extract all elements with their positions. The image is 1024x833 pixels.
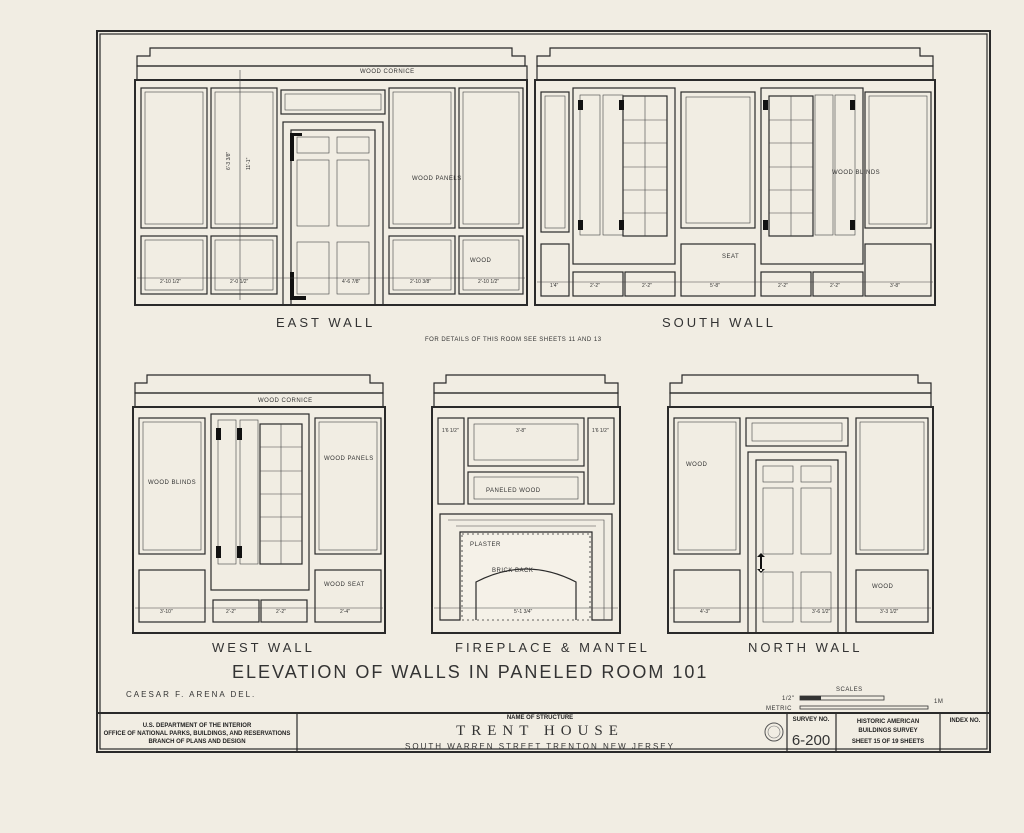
sheet-number: SHEET 15 OF 19 SHEETS: [852, 739, 924, 745]
fireplace-mantel-label: FIREPLACE & MANTEL: [455, 640, 650, 655]
survey-number-label: SURVEY NO.: [793, 717, 830, 723]
dimension-label: 2'-2": [830, 283, 840, 289]
wood-seat-label: WOOD SEAT: [324, 582, 365, 588]
wood-label: WOOD: [686, 462, 707, 468]
brick-back-label: BRICK BACK: [492, 568, 533, 574]
dimension-label: 4'-6 7/8": [342, 279, 361, 285]
dimension-label: 2'-4": [340, 609, 350, 615]
drawing-title: ELEVATION OF WALLS IN PANELED ROOM 101: [232, 662, 708, 682]
fireplace-mantel-elevation: PANELED WOOD PLASTER BRICK BACK 1'6 1/2"…: [431, 374, 621, 634]
dimension-label: 3'-8": [516, 428, 526, 434]
dimension-label: 2'-2": [276, 609, 286, 615]
dimension-label: 3'-6 1/2": [812, 609, 831, 615]
dimension-label: 2'-10 1/2": [478, 279, 499, 285]
dimension-label: 2'-10 1/2": [160, 279, 181, 285]
agency-line-1: U.S. DEPARTMENT OF THE INTERIOR: [143, 723, 252, 729]
wood-label: WOOD: [872, 584, 893, 590]
dimension-label: 2'-0 1/2": [230, 279, 249, 285]
south-wall-label: SOUTH WALL: [662, 315, 776, 330]
wood-cornice-label: WOOD CORNICE: [258, 398, 313, 404]
structure-name: TRENT HOUSE: [456, 723, 624, 739]
height-dimension: 11'-1": [246, 157, 252, 170]
imperial-scale-label: 1/2": [782, 696, 794, 702]
dimension-label: 2'-2": [226, 609, 236, 615]
agency-line-2: OFFICE OF NATIONAL PARKS, BUILDINGS, AND…: [104, 731, 291, 737]
wood-label: WOOD: [470, 258, 491, 264]
scales-label: SCALES: [836, 687, 863, 693]
north-wall-label: NORTH WALL: [748, 640, 863, 655]
dimension-label: 1'6 1/2": [592, 428, 609, 434]
height-dimension: 6'-3 3/8": [226, 151, 232, 170]
dimension-label: 5'-1 3/4": [514, 609, 533, 615]
sheet-border: [96, 30, 991, 753]
dimension-label: 3'-3 1/2": [880, 609, 899, 615]
title-block: U.S. DEPARTMENT OF THE INTERIOR OFFICE O…: [97, 712, 990, 752]
plaster-label: PLASTER: [470, 542, 501, 548]
wood-panels-label: WOOD PANELS: [412, 176, 462, 182]
index-number-label: INDEX NO.: [950, 718, 981, 724]
metric-unit-label: 1M: [934, 699, 943, 705]
dimension-label: 3'-10": [160, 609, 173, 615]
dimension-label: 1'4": [550, 283, 559, 289]
structure-address: SOUTH WARREN STREET TRENTON NEW JERSEY: [405, 742, 675, 751]
seal-icon: [764, 722, 784, 742]
survey-number: 6-200: [792, 732, 830, 749]
dimension-label: 4'-3": [700, 609, 710, 615]
wood-blinds-label: WOOD BLINDS: [832, 170, 880, 176]
wood-blinds-label: WOOD BLINDS: [148, 480, 196, 486]
wood-cornice-label: WOOD CORNICE: [360, 69, 415, 75]
east-wall-label: EAST WALL: [276, 315, 375, 330]
dimension-label: 3'-8": [890, 283, 900, 289]
sheet-inner-border: [99, 33, 988, 750]
south-wall-elevation: WOOD BLINDS SEAT 1'4" 2'-2" 2'-2" 5'-8" …: [534, 47, 936, 306]
paneled-wood-label: PANELED WOOD: [486, 488, 541, 494]
delineator-credit: CAESAR F. ARENA DEL.: [126, 690, 256, 699]
metric-scale-label: METRIC: [766, 706, 792, 712]
dimension-label: 2'-10 3/8": [410, 279, 431, 285]
agency-line-3: BRANCH OF PLANS AND DESIGN: [148, 739, 245, 745]
dimension-label: 2'-2": [778, 283, 788, 289]
seat-label: SEAT: [722, 254, 739, 260]
dimension-label: 2'-2": [642, 283, 652, 289]
dimension-label: 5'-8": [710, 283, 720, 289]
details-reference-note: FOR DETAILS OF THIS ROOM SEE SHEETS 11 A…: [425, 337, 602, 343]
habs-line-1: HISTORIC AMERICAN: [857, 719, 919, 725]
east-wall-elevation: WOOD CORNICE WOOD PANELS WOOD 11'-1" 6'-…: [134, 47, 528, 306]
dimension-label: 1'6 1/2": [442, 428, 459, 434]
scale-bars: SCALES 1/2" METRIC 1M: [766, 687, 943, 712]
wood-panels-label: WOOD PANELS: [324, 456, 374, 462]
name-of-structure-label: NAME OF STRUCTURE: [507, 715, 573, 721]
west-wall-label: WEST WALL: [212, 640, 315, 655]
habs-line-2: BUILDINGS SURVEY: [858, 728, 917, 734]
dimension-label: 2'-2": [590, 283, 600, 289]
north-wall-elevation: WOOD WOOD 4'-3" 3'-6 1/2" 3'-3 1/2": [667, 374, 934, 634]
west-wall-elevation: WOOD CORNICE WOOD BLINDS WOOD PANELS WOO…: [132, 374, 386, 634]
